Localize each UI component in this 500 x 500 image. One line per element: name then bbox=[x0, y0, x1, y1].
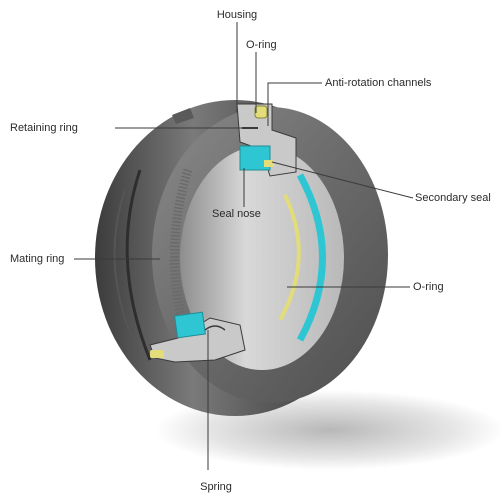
label-seal-nose: Seal nose bbox=[212, 208, 261, 221]
label-housing: Housing bbox=[217, 9, 257, 22]
label-anti-rotation-channels: Anti-rotation channels bbox=[325, 77, 431, 90]
label-o-ring-top: O-ring bbox=[246, 39, 277, 52]
label-mating-ring: Mating ring bbox=[10, 253, 64, 266]
label-retaining-ring: Retaining ring bbox=[10, 122, 78, 135]
label-secondary-seal: Secondary seal bbox=[415, 192, 491, 205]
label-spring: Spring bbox=[200, 481, 232, 494]
label-o-ring-bottom: O-ring bbox=[413, 281, 444, 294]
